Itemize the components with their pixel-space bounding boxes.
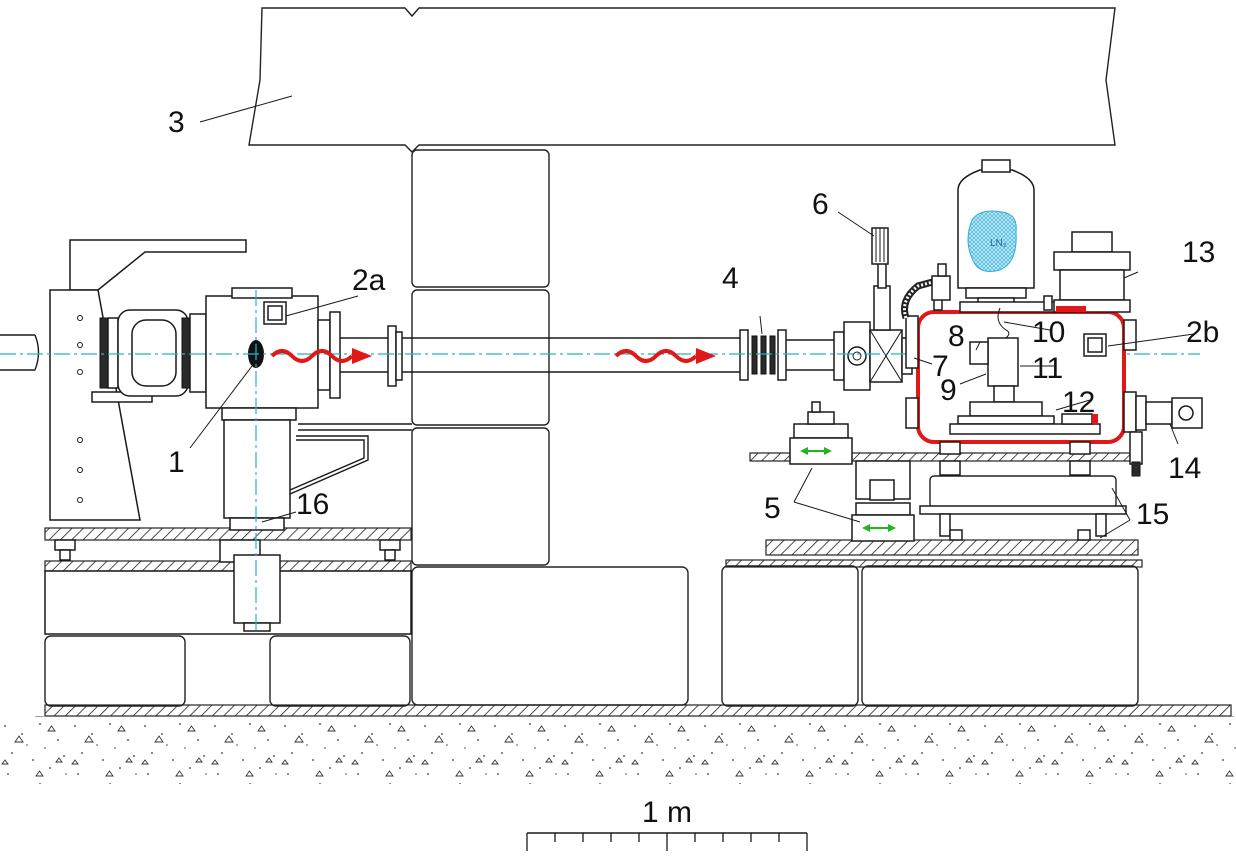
left-table-legs — [54, 539, 401, 563]
label-6: 6 — [812, 188, 829, 221]
dewar-label: LN₂ — [990, 238, 1007, 249]
beam-arrowhead-right — [696, 348, 716, 364]
beam-arrows — [270, 348, 716, 364]
left-table-frame — [44, 570, 412, 635]
label-11: 11 — [1032, 352, 1063, 385]
beam-wave-right — [614, 349, 698, 363]
label-16: 16 — [296, 488, 329, 521]
part-labels: 3 1 2a 16 4 6 7 8 9 10 11 12 13 2b 14 5 … — [168, 106, 1219, 531]
hatched-plates — [44, 452, 1232, 717]
beam-arrowhead-left — [352, 348, 372, 364]
label-8: 8 — [948, 320, 965, 353]
label-2a: 2a — [352, 264, 386, 297]
label-9: 9 — [940, 374, 957, 407]
label-4: 4 — [722, 262, 739, 295]
beam-wave-left — [270, 349, 354, 363]
column-block-1 — [411, 149, 550, 288]
top-concrete-wall — [248, 7, 1116, 153]
label-1: 1 — [168, 446, 185, 479]
leader-lines — [189, 95, 1195, 539]
lower-right-block-1 — [721, 565, 859, 707]
beam-pipe — [340, 227, 913, 391]
ground-concrete — [0, 716, 1236, 784]
column-block-2 — [411, 289, 550, 426]
label-10: 10 — [1032, 316, 1065, 349]
platform-15-block — [929, 475, 1117, 509]
floor-plate — [44, 704, 1232, 717]
scale-bar-ticks — [526, 833, 808, 851]
scale-bar: 1 m — [526, 796, 808, 851]
label-15: 15 — [1136, 498, 1169, 531]
label-13: 13 — [1182, 236, 1215, 269]
translation-stages — [789, 401, 1127, 542]
lower-center-block — [411, 566, 689, 706]
right-base-plate — [765, 539, 1139, 556]
left-table-top-plate — [44, 527, 412, 541]
viewport-14-icon — [1129, 395, 1203, 477]
turbo-pump-icon — [1053, 231, 1131, 313]
label-14: 14 — [1168, 452, 1201, 485]
ln2-dewar-icon: LN₂ — [957, 159, 1035, 309]
label-3: 3 — [168, 106, 185, 139]
label-2b: 2b — [1186, 316, 1219, 349]
right-floor-plate — [725, 559, 1143, 568]
label-5: 5 — [764, 492, 781, 525]
column-block-3 — [411, 427, 550, 566]
concrete-shielding — [0, 7, 1236, 784]
lower-right-block-2 — [861, 565, 1139, 707]
label-12: 12 — [1062, 386, 1095, 419]
label-7: 7 — [932, 350, 949, 383]
target-chamber: LN₂ — [901, 159, 1203, 477]
bellows-4-icon — [739, 329, 787, 381]
scale-bar-label: 1 m — [642, 796, 692, 829]
lower-left-block-2 — [269, 635, 411, 707]
lower-left-block-1 — [44, 635, 186, 707]
